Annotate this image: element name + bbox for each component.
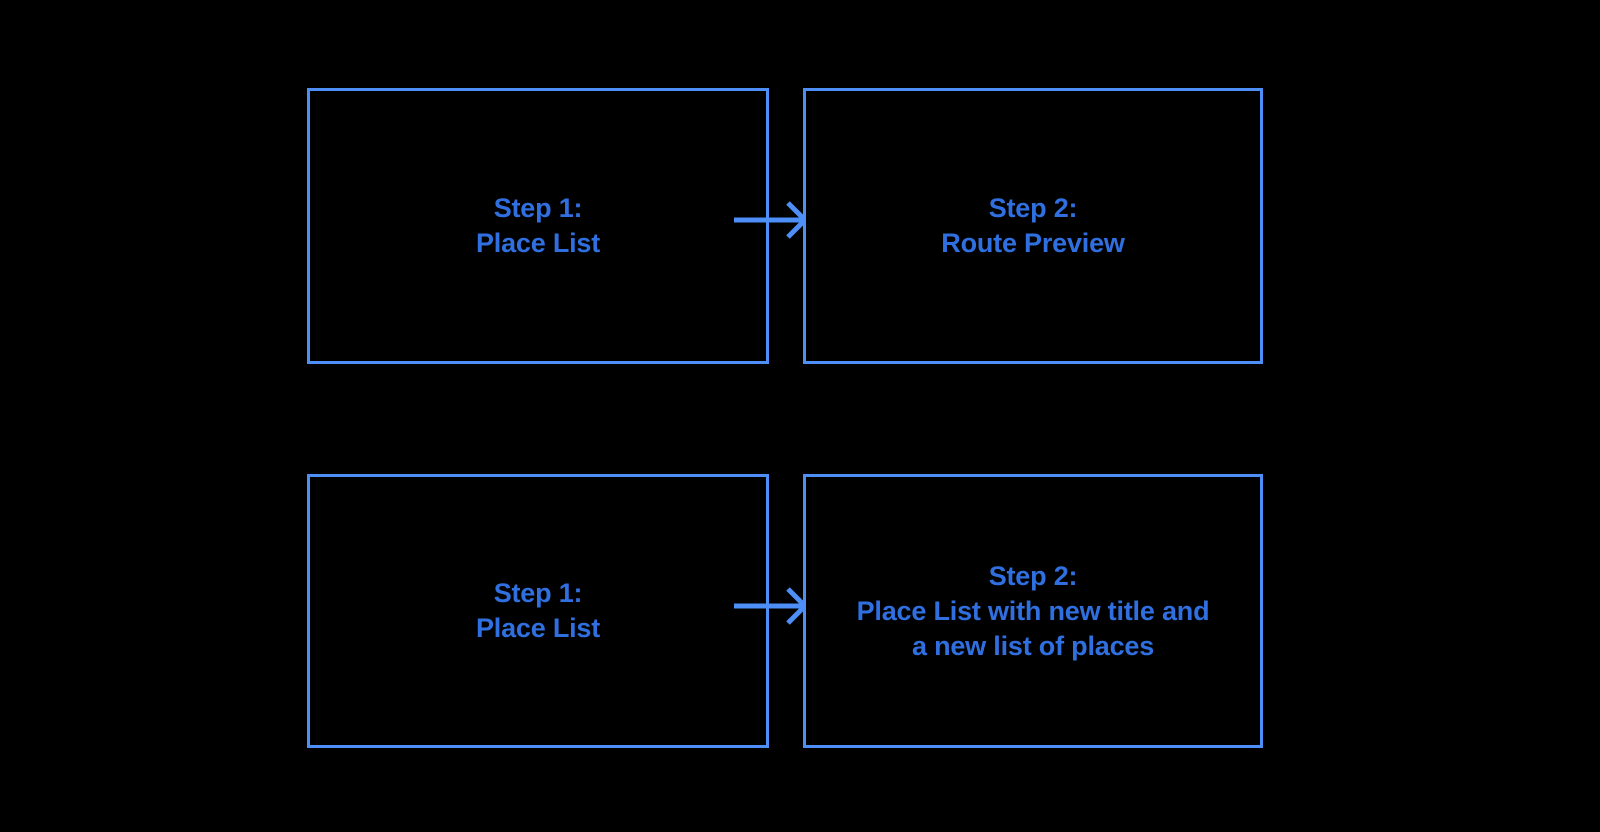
step-box-place-list[interactable]: Step 1: Place List: [307, 474, 769, 748]
step-box-label: Step 1: Place List: [475, 193, 601, 258]
flow-row-new-place-list: Step 1: Place List Step 2: Place List wi…: [0, 474, 1600, 750]
step-box-label: Step 2: Route Preview: [941, 193, 1125, 258]
step-box-route-preview[interactable]: Step 2: Route Preview: [803, 88, 1263, 364]
step-box-place-list[interactable]: Step 1: Place List: [307, 88, 769, 364]
flow-row-route-preview: Step 1: Place List Step 2: Route Preview: [0, 88, 1600, 364]
step-box-label: Step 2: Place List with new title and a …: [856, 560, 1210, 661]
step-box-label: Step 1: Place List: [475, 578, 601, 643]
step-box-new-place-list[interactable]: Step 2: Place List with new title and a …: [803, 474, 1263, 748]
